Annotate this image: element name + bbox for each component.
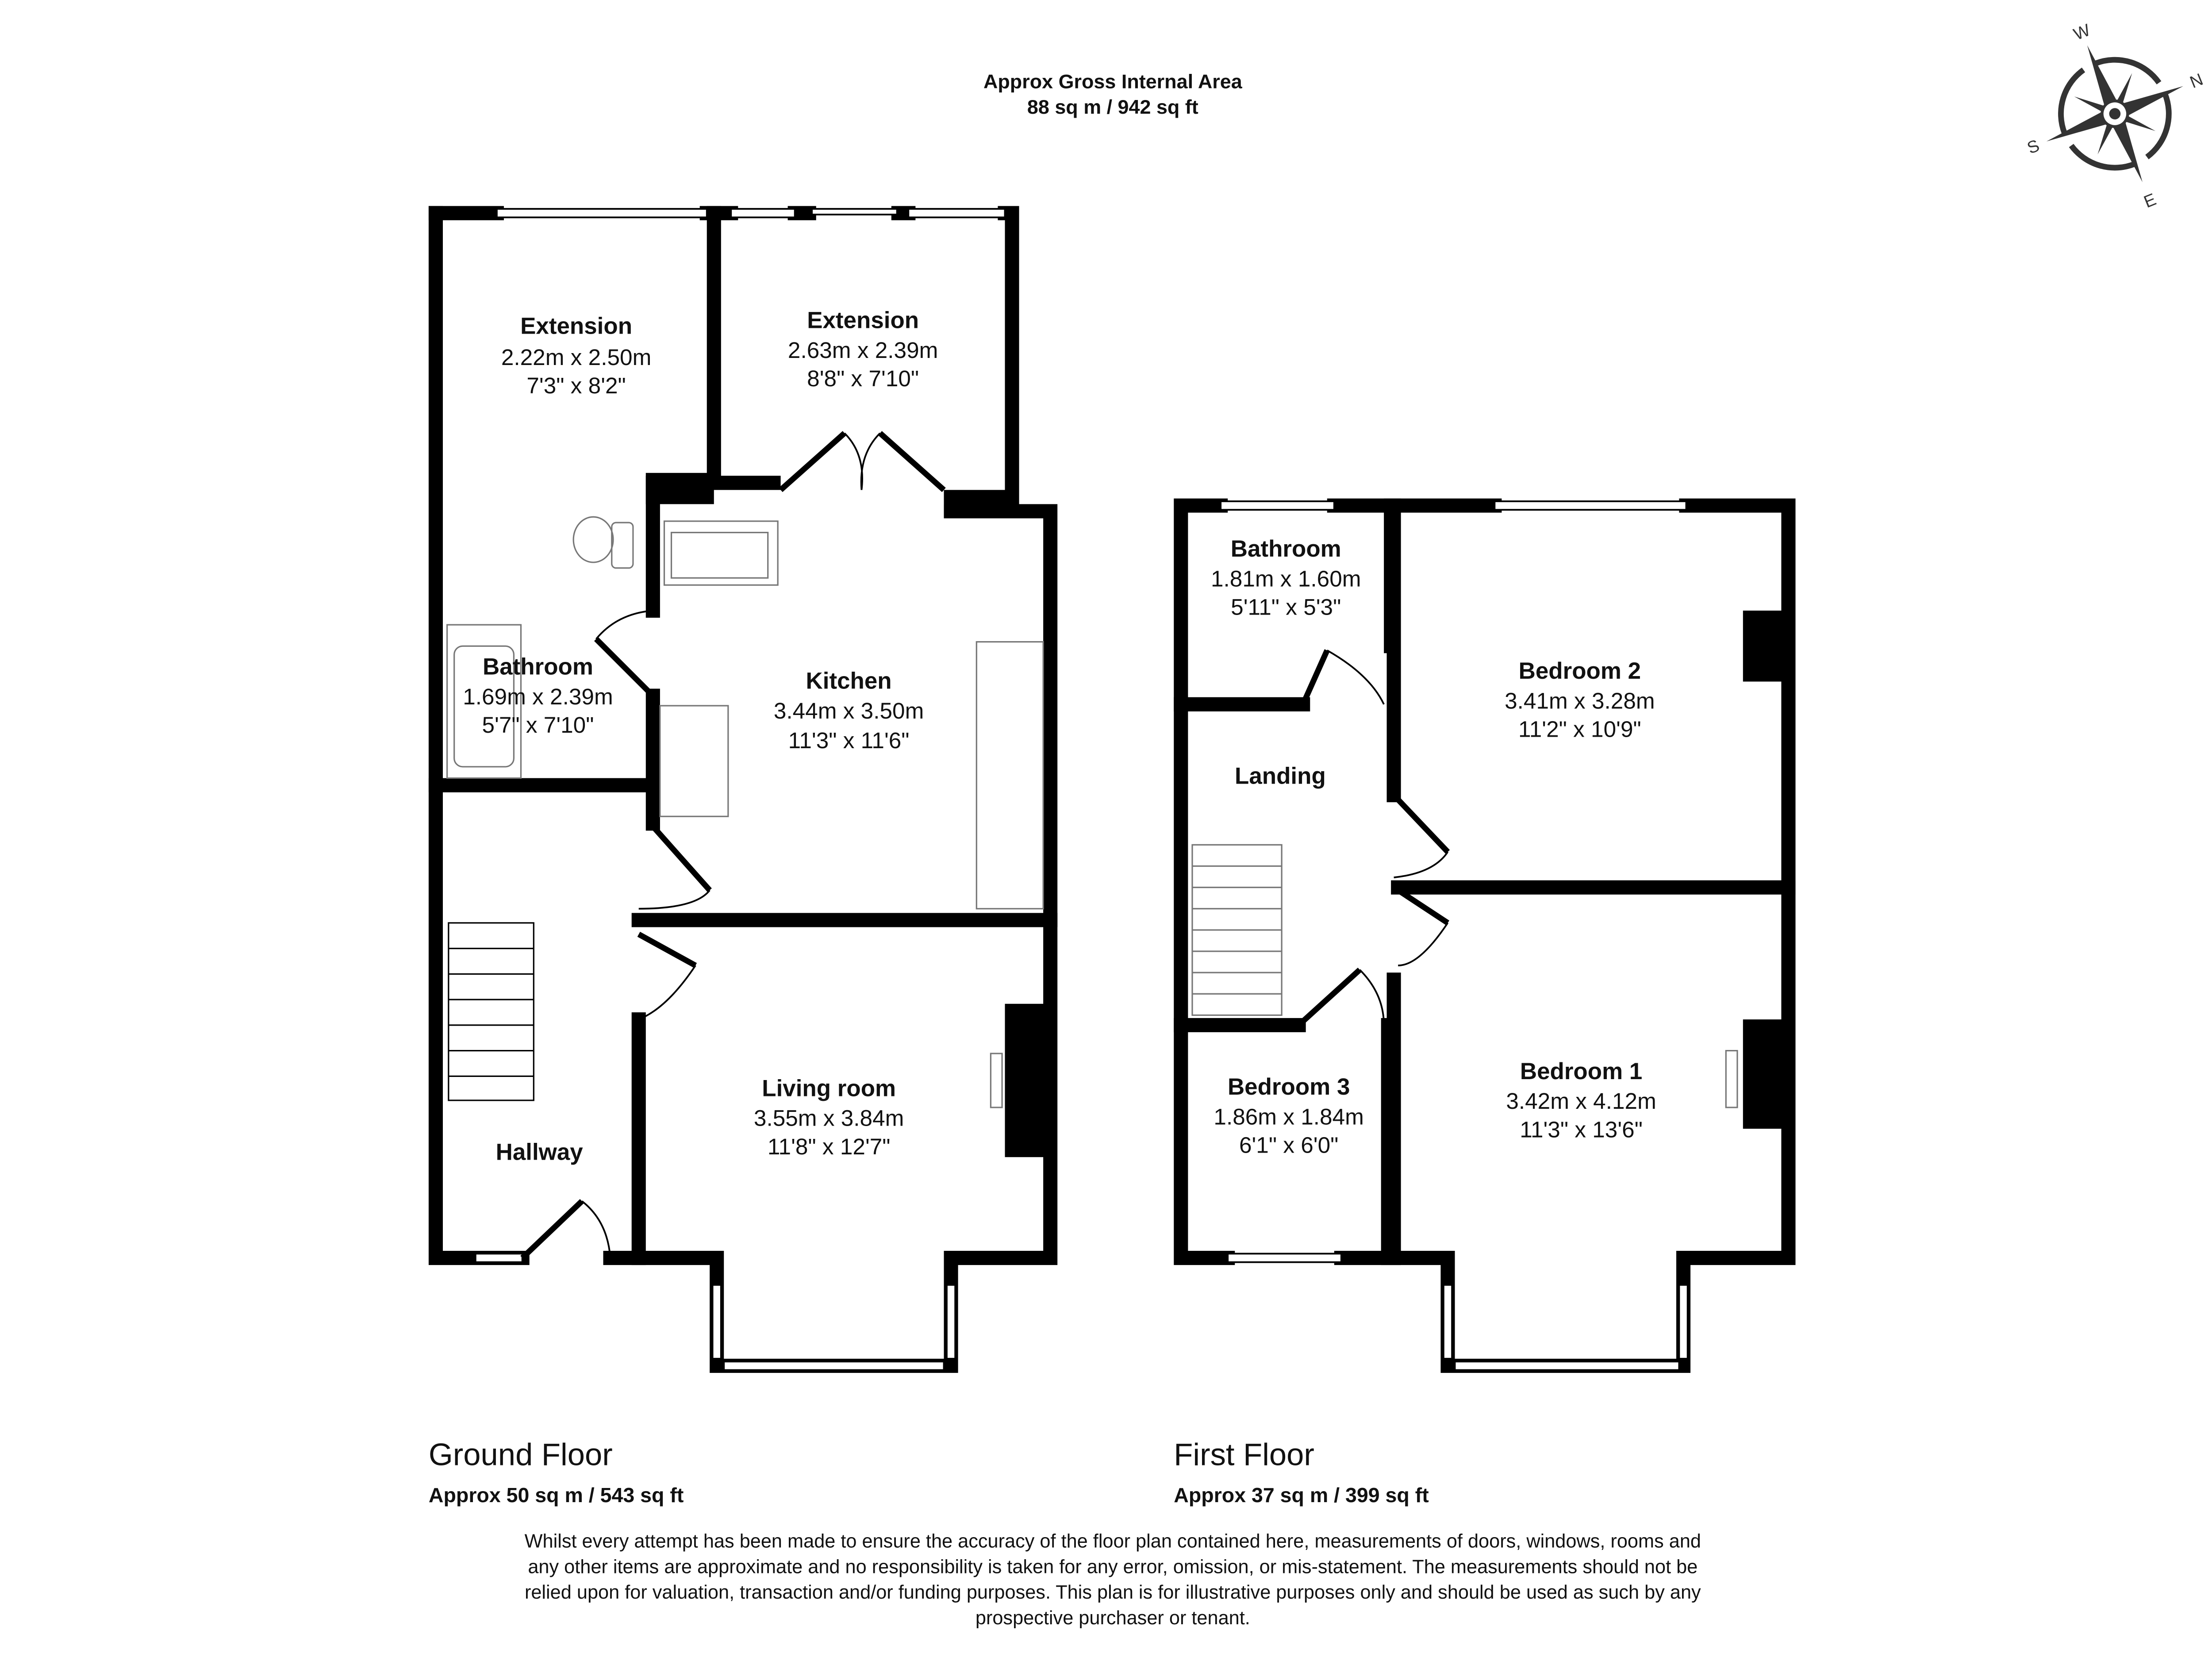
svg-text:1.81m x 1.60m: 1.81m x 1.60m [1211, 566, 1361, 591]
svg-text:11'8" x 12'7": 11'8" x 12'7" [768, 1134, 891, 1159]
room-bedroom-2: Bedroom 2 3.41m x 3.28m 11'2" x 10'9" [1505, 658, 1655, 742]
disclaimer: Whilst every attempt has been made to en… [525, 1531, 1701, 1629]
svg-text:1.69m x 2.39m: 1.69m x 2.39m [463, 684, 613, 709]
svg-text:6'1" x 6'0": 6'1" x 6'0" [1239, 1133, 1338, 1158]
svg-text:1.86m x 1.84m: 1.86m x 1.84m [1214, 1104, 1364, 1129]
svg-text:11'3" x 13'6": 11'3" x 13'6" [1520, 1117, 1643, 1142]
svg-text:11'3" x 11'6": 11'3" x 11'6" [788, 728, 910, 753]
svg-text:2.22m x 2.50m: 2.22m x 2.50m [501, 345, 652, 370]
svg-text:3.42m x 4.12m: 3.42m x 4.12m [1506, 1088, 1656, 1114]
svg-text:3.55m x 3.84m: 3.55m x 3.84m [754, 1106, 904, 1131]
compass-n: N [2187, 70, 2206, 92]
first-floor-label: First Floor [1174, 1437, 1314, 1472]
room-living-room: Living room 3.55m x 3.84m 11'8" x 12'7" [754, 1075, 904, 1159]
room-kitchen: Kitchen 3.44m x 3.50m 11'3" x 11'6" [774, 668, 924, 753]
room-bedroom-1: Bedroom 1 3.42m x 4.12m 11'3" x 13'6" [1506, 1058, 1656, 1142]
room-bedroom-3: Bedroom 3 1.86m x 1.84m 6'1" x 6'0" [1214, 1074, 1364, 1158]
room-landing: Landing [1235, 763, 1326, 789]
svg-text:Extension: Extension [520, 313, 632, 339]
svg-text:Bedroom 3: Bedroom 3 [1228, 1074, 1350, 1100]
svg-text:11'2" x 10'9": 11'2" x 10'9" [1518, 717, 1641, 742]
svg-text:2.63m x 2.39m: 2.63m x 2.39m [788, 338, 938, 363]
first-floor-walls [1174, 498, 1796, 1373]
room-extension-right: Extension 2.63m x 2.39m 8'8" x 7'10" [788, 308, 938, 392]
svg-text:3.44m x 3.50m: 3.44m x 3.50m [774, 698, 924, 723]
svg-text:8'8" x 7'10": 8'8" x 7'10" [807, 366, 919, 391]
gross-area-title: Approx Gross Internal Area [983, 70, 1243, 92]
svg-text:Living room: Living room [762, 1075, 896, 1101]
room-hallway: Hallway [496, 1139, 584, 1165]
svg-text:7'3" x 8'2": 7'3" x 8'2" [526, 373, 626, 398]
svg-text:relied upon for valuation, tra: relied upon for valuation, transaction a… [525, 1582, 1701, 1603]
ground-floor-walls [428, 206, 1058, 1373]
svg-text:Bathroom: Bathroom [1231, 536, 1341, 562]
svg-text:Bedroom 1: Bedroom 1 [1520, 1058, 1642, 1084]
svg-text:any other items are approximat: any other items are approximate and no r… [528, 1556, 1697, 1577]
first-floor-area: Approx 37 sq m / 399 sq ft [1174, 1484, 1429, 1507]
svg-text:5'7" x 7'10": 5'7" x 7'10" [482, 712, 594, 738]
ground-floor-label: Ground Floor [429, 1437, 613, 1472]
svg-text:3.41m x 3.28m: 3.41m x 3.28m [1505, 688, 1655, 713]
room-extension-left: Extension 2.22m x 2.50m 7'3" x 8'2" [501, 313, 652, 398]
compass-s: S [2024, 136, 2042, 158]
ground-floor-area: Approx 50 sq m / 543 sq ft [429, 1484, 684, 1507]
compass-w: W [2071, 20, 2093, 44]
room-bathroom-ground: Bathroom 1.69m x 2.39m 5'7" x 7'10" [463, 654, 613, 738]
svg-text:Extension: Extension [807, 308, 919, 334]
svg-text:5'11" x 5'3": 5'11" x 5'3" [1231, 595, 1341, 620]
svg-text:prospective purchaser or tenan: prospective purchaser or tenant. [975, 1607, 1250, 1629]
gross-area-value: 88 sq m / 942 sq ft [1027, 96, 1198, 118]
room-bathroom-first: Bathroom 1.81m x 1.60m 5'11" x 5'3" [1211, 536, 1361, 620]
compass-e: E [2141, 190, 2159, 211]
svg-text:Kitchen: Kitchen [806, 668, 892, 694]
compass-rose-icon: W N E S [2024, 20, 2206, 211]
svg-text:Bedroom 2: Bedroom 2 [1519, 658, 1641, 684]
svg-text:Bathroom: Bathroom [483, 654, 593, 680]
svg-text:Whilst every attempt has been: Whilst every attempt has been made to en… [525, 1531, 1701, 1552]
